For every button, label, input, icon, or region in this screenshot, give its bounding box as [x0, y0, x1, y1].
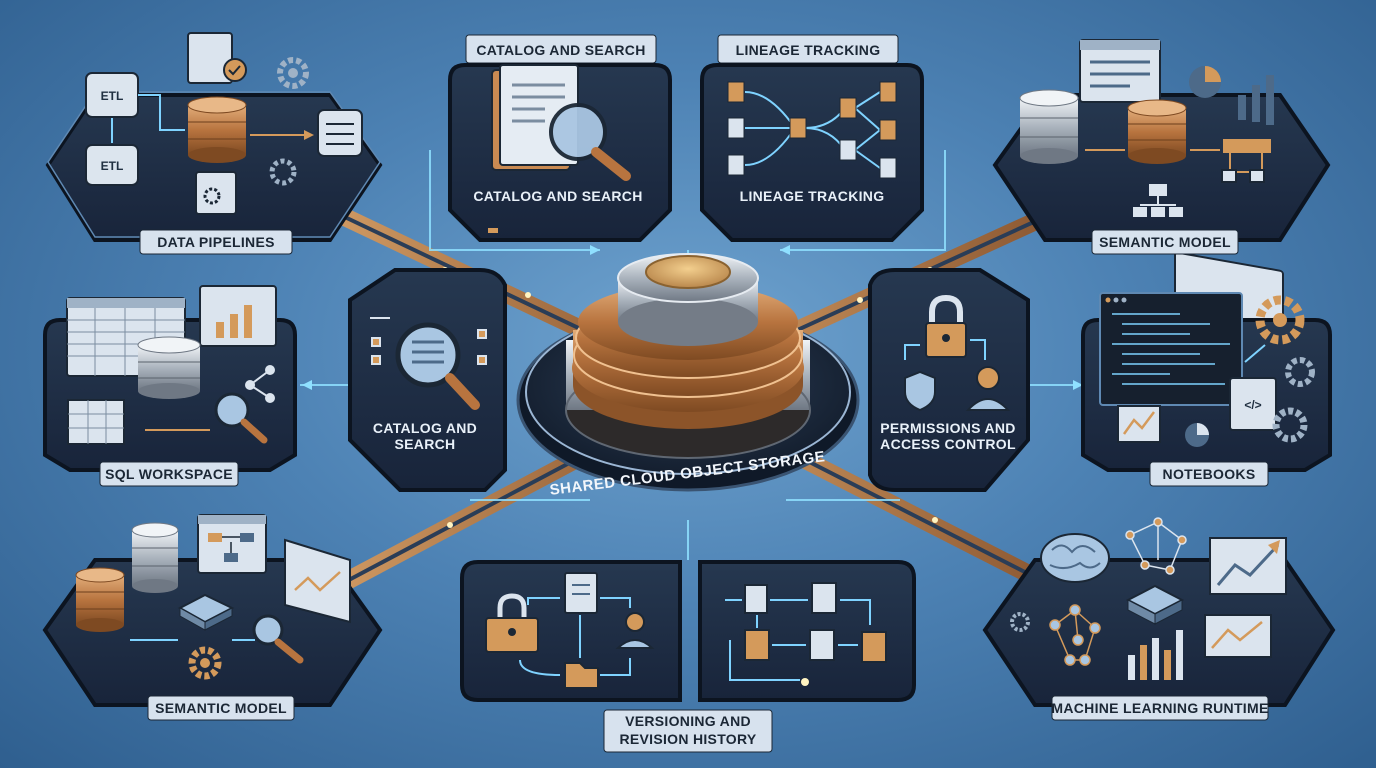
brain-icon	[1040, 533, 1110, 583]
bar-chart-icon-ml	[1128, 630, 1183, 680]
code-window-icon	[1099, 292, 1243, 406]
file-gear-icon	[195, 171, 237, 215]
lineage-label: LINEAGE TRACKING	[740, 188, 885, 204]
table-icon	[317, 109, 363, 157]
catalog-mid-label-line1: CATALOG AND	[373, 420, 477, 436]
module-sql-workspace: SQL WORKSPACE	[43, 285, 297, 487]
folder-icon	[564, 662, 599, 689]
semantic-top-label: SEMANTIC MODEL	[1099, 234, 1231, 250]
ml-runtime-label: MACHINE LEARNING RUNTIME	[1051, 700, 1268, 716]
flowchart-window-icon	[197, 514, 267, 574]
gear-icon-small	[269, 158, 297, 186]
code-file-icon: </>	[1229, 377, 1277, 431]
neural-network-icon	[1125, 517, 1187, 575]
bar-chart-window-icon	[199, 285, 277, 347]
catalog-top-tab-label: CATALOG AND SEARCH	[476, 42, 645, 58]
database-icon-sql	[137, 336, 201, 399]
permissions-label-line2: ACCESS CONTROL	[880, 436, 1016, 452]
document-icon-versioning	[564, 572, 598, 614]
signal-arrows	[302, 245, 1083, 390]
report-window-icon	[1079, 39, 1161, 103]
gear-icon-ml	[1010, 612, 1030, 632]
module-ml-runtime: MACHINE LEARNING RUNTIME	[982, 517, 1336, 721]
flowchart-icon	[1221, 139, 1271, 183]
database-icon-copper	[1127, 99, 1187, 164]
sql-workspace-label: SQL WORKSPACE	[105, 466, 233, 482]
module-notebooks: </> NOTEBOOKS	[1081, 292, 1332, 487]
table-icon-sql	[67, 399, 125, 445]
graph-nodes-icon	[245, 365, 275, 403]
cube-icon-ml	[1125, 584, 1185, 625]
gear-icon-notebooks	[1255, 295, 1315, 443]
permissions-label-line1: PERMISSIONS AND	[880, 420, 1015, 436]
module-catalog-mid: CATALOG AND SEARCH	[348, 268, 507, 492]
file-check-icon	[187, 32, 247, 84]
module-data-pipelines: ETL ETL	[45, 32, 383, 255]
network-globe-icon	[1049, 604, 1101, 666]
central-storage-hub: SHARED CLOUD OBJECT STORAGE	[516, 253, 860, 499]
svg-text:</>: </>	[1244, 398, 1261, 412]
file-icons	[727, 81, 897, 179]
etl-box-bottom: ETL	[85, 144, 139, 186]
versioning-label-line2: REVISION HISTORY	[619, 731, 756, 747]
database-icon-silver	[1019, 89, 1079, 164]
notebooks-label: NOTEBOOKS	[1163, 466, 1256, 482]
chart-bars-icon	[1189, 66, 1274, 125]
magnifier-icon	[549, 103, 631, 181]
semantic-bottom-label: SEMANTIC MODEL	[155, 700, 287, 716]
svg-text:ETL: ETL	[101, 89, 124, 103]
database-icon-copper-bottom	[75, 567, 125, 632]
trend-chart-icon	[1209, 537, 1287, 595]
gear-icon-semantic	[188, 646, 222, 680]
module-catalog-top: CATALOG AND SEARCH CATALOG AND SEARCH	[448, 34, 672, 242]
line-chart-icon	[1117, 405, 1161, 443]
user-icon-versioning	[615, 612, 655, 649]
monitor-chart-icon	[284, 538, 351, 624]
catalog-mid-label-line2: SEARCH	[395, 436, 456, 452]
hierarchy-icon	[1133, 184, 1183, 217]
lineage-tab-label: LINEAGE TRACKING	[736, 42, 881, 58]
catalog-top-label: CATALOG AND SEARCH	[473, 188, 642, 204]
database-icon-silver-bottom	[131, 522, 179, 593]
line-chart-icon-ml	[1204, 614, 1272, 658]
data-pipelines-label: DATA PIPELINES	[157, 234, 275, 250]
padlock-icon-versioning	[485, 593, 539, 653]
shield-user-icon	[904, 370, 936, 412]
svg-text:ETL: ETL	[101, 159, 124, 173]
etl-box-top: ETL	[85, 72, 139, 118]
module-semantic-bottom: SEMANTIC MODEL	[42, 514, 383, 721]
magnifier-icon-sql	[214, 392, 268, 444]
module-permissions: PERMISSIONS AND ACCESS CONTROL	[868, 268, 1030, 492]
gear-icon	[277, 57, 309, 89]
version-files-icon	[744, 582, 887, 663]
database-icon	[187, 96, 247, 163]
module-versioning: VERSIONING AND REVISION HISTORY	[460, 560, 916, 753]
module-lineage-tracking: LINEAGE TRACKING LINEAGE TRACKING	[700, 34, 924, 242]
cube-icon	[177, 593, 235, 631]
user-icon	[965, 366, 1011, 411]
padlock-icon	[925, 294, 967, 358]
magnifier-icon-semantic	[252, 614, 304, 664]
versioning-label-line1: VERSIONING AND	[625, 713, 751, 729]
pie-chart-icon	[1185, 423, 1209, 447]
magnifier-icon-catalog	[395, 322, 480, 410]
